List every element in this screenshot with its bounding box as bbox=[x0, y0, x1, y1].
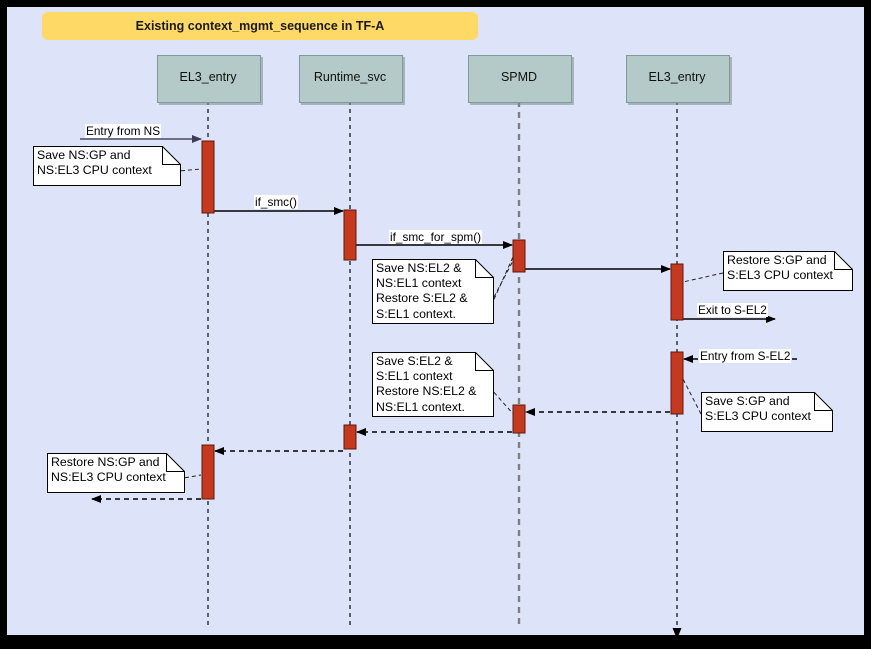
diagram-svg-layer bbox=[80, 101, 797, 635]
act-runtime-2 bbox=[343, 424, 357, 450]
note-restore-ns-gp-fold-icon bbox=[166, 453, 185, 472]
diagram-title: Existing context_mgmt_sequence in TF-A bbox=[135, 19, 385, 33]
note-save-ns-gp-body bbox=[33, 146, 181, 186]
msg-if-smc-for-spm-label: if_smc_for_spm() bbox=[389, 230, 483, 244]
note-save-ns-gp: Save NS:GP and NS:EL3 CPU context bbox=[33, 146, 181, 186]
note-restore-s-gp: Restore S:GP and S:EL3 CPU context bbox=[723, 251, 853, 291]
act-el3-left-2 bbox=[201, 444, 215, 500]
note-save-s-el2: Save S:EL2 & S:EL1 context Restore NS:EL… bbox=[372, 352, 494, 417]
note-save-ns-gp-text: Save NS:GP and NS:EL3 CPU context bbox=[37, 148, 152, 178]
note-restore-s-gp-connector bbox=[682, 272, 724, 283]
msg-exit-to-s-el2-label: Exit to S-EL2 bbox=[697, 303, 768, 317]
note-save-ns-gp-fold-icon bbox=[162, 146, 181, 165]
note-save-s-el2-connector bbox=[493, 391, 516, 417]
lifeline-header-runtime[interactable] bbox=[299, 55, 403, 103]
note-restore-ns-gp-body bbox=[47, 453, 185, 493]
note-save-ns-el2: Save NS:EL2 & NS:EL1 context Restore S:E… bbox=[372, 259, 494, 324]
lifeline-label-runtime: Runtime_svc bbox=[313, 70, 387, 84]
note-save-s-gp-body bbox=[701, 392, 833, 432]
note-save-ns-gp-connector bbox=[180, 168, 202, 172]
act-spmd-1 bbox=[512, 239, 526, 273]
msg-entry-from-ns-label: Entry from NS bbox=[85, 124, 162, 138]
conn-note-save-ns-el2-to-spmd bbox=[493, 256, 516, 298]
act-el3-left-1 bbox=[201, 140, 215, 214]
note-save-s-gp: Save S:GP and S:EL3 CPU context bbox=[701, 392, 833, 432]
act-el3-right-2 bbox=[670, 351, 684, 415]
diagram-title-banner bbox=[42, 12, 478, 40]
diagram-canvas: Existing context_mgmt_sequence in TF-A E… bbox=[7, 7, 864, 635]
note-save-s-el2-text: Save S:EL2 & S:EL1 context Restore NS:EL… bbox=[376, 354, 477, 414]
note-restore-s-gp-text: Restore S:GP and S:EL3 CPU context bbox=[727, 253, 833, 283]
lifeline-header-el3_right[interactable] bbox=[626, 55, 730, 103]
msg-if-smc-label: if_smc() bbox=[254, 195, 298, 209]
act-el3-right-1 bbox=[670, 263, 684, 321]
note-restore-ns-gp: Restore NS:GP and NS:EL3 CPU context bbox=[47, 453, 185, 493]
lifeline-label-spmd: SPMD bbox=[500, 70, 538, 84]
lifeline-label-el3_right: EL3_entry bbox=[648, 70, 706, 84]
note-save-ns-el2-body bbox=[372, 259, 494, 324]
note-save-s-el2-fold-icon bbox=[475, 352, 494, 371]
note-save-s-gp-fold-icon bbox=[814, 392, 833, 411]
note-save-ns-el2-text: Save NS:EL2 & NS:EL1 context Restore S:E… bbox=[376, 261, 468, 321]
note-restore-ns-gp-connector bbox=[184, 474, 202, 479]
lifeline-label-el3_left: EL3_entry bbox=[179, 70, 237, 84]
note-restore-s-gp-body bbox=[723, 251, 853, 291]
lifeline-header-spmd[interactable] bbox=[468, 55, 572, 103]
msg-entry-from-s-el2-label: Entry from S-EL2 bbox=[699, 349, 792, 363]
note-restore-s-gp-fold-icon bbox=[834, 251, 853, 270]
act-runtime-1 bbox=[343, 209, 357, 261]
note-save-s-gp-connector bbox=[682, 378, 702, 415]
note-save-s-el2-body bbox=[372, 352, 494, 417]
note-save-s-gp-text: Save S:GP and S:EL3 CPU context bbox=[705, 394, 811, 424]
note-save-ns-el2-fold-icon bbox=[475, 259, 494, 278]
act-spmd-2 bbox=[512, 404, 526, 434]
note-restore-ns-gp-text: Restore NS:GP and NS:EL3 CPU context bbox=[51, 455, 166, 485]
lifeline-header-el3_left[interactable] bbox=[157, 55, 261, 103]
